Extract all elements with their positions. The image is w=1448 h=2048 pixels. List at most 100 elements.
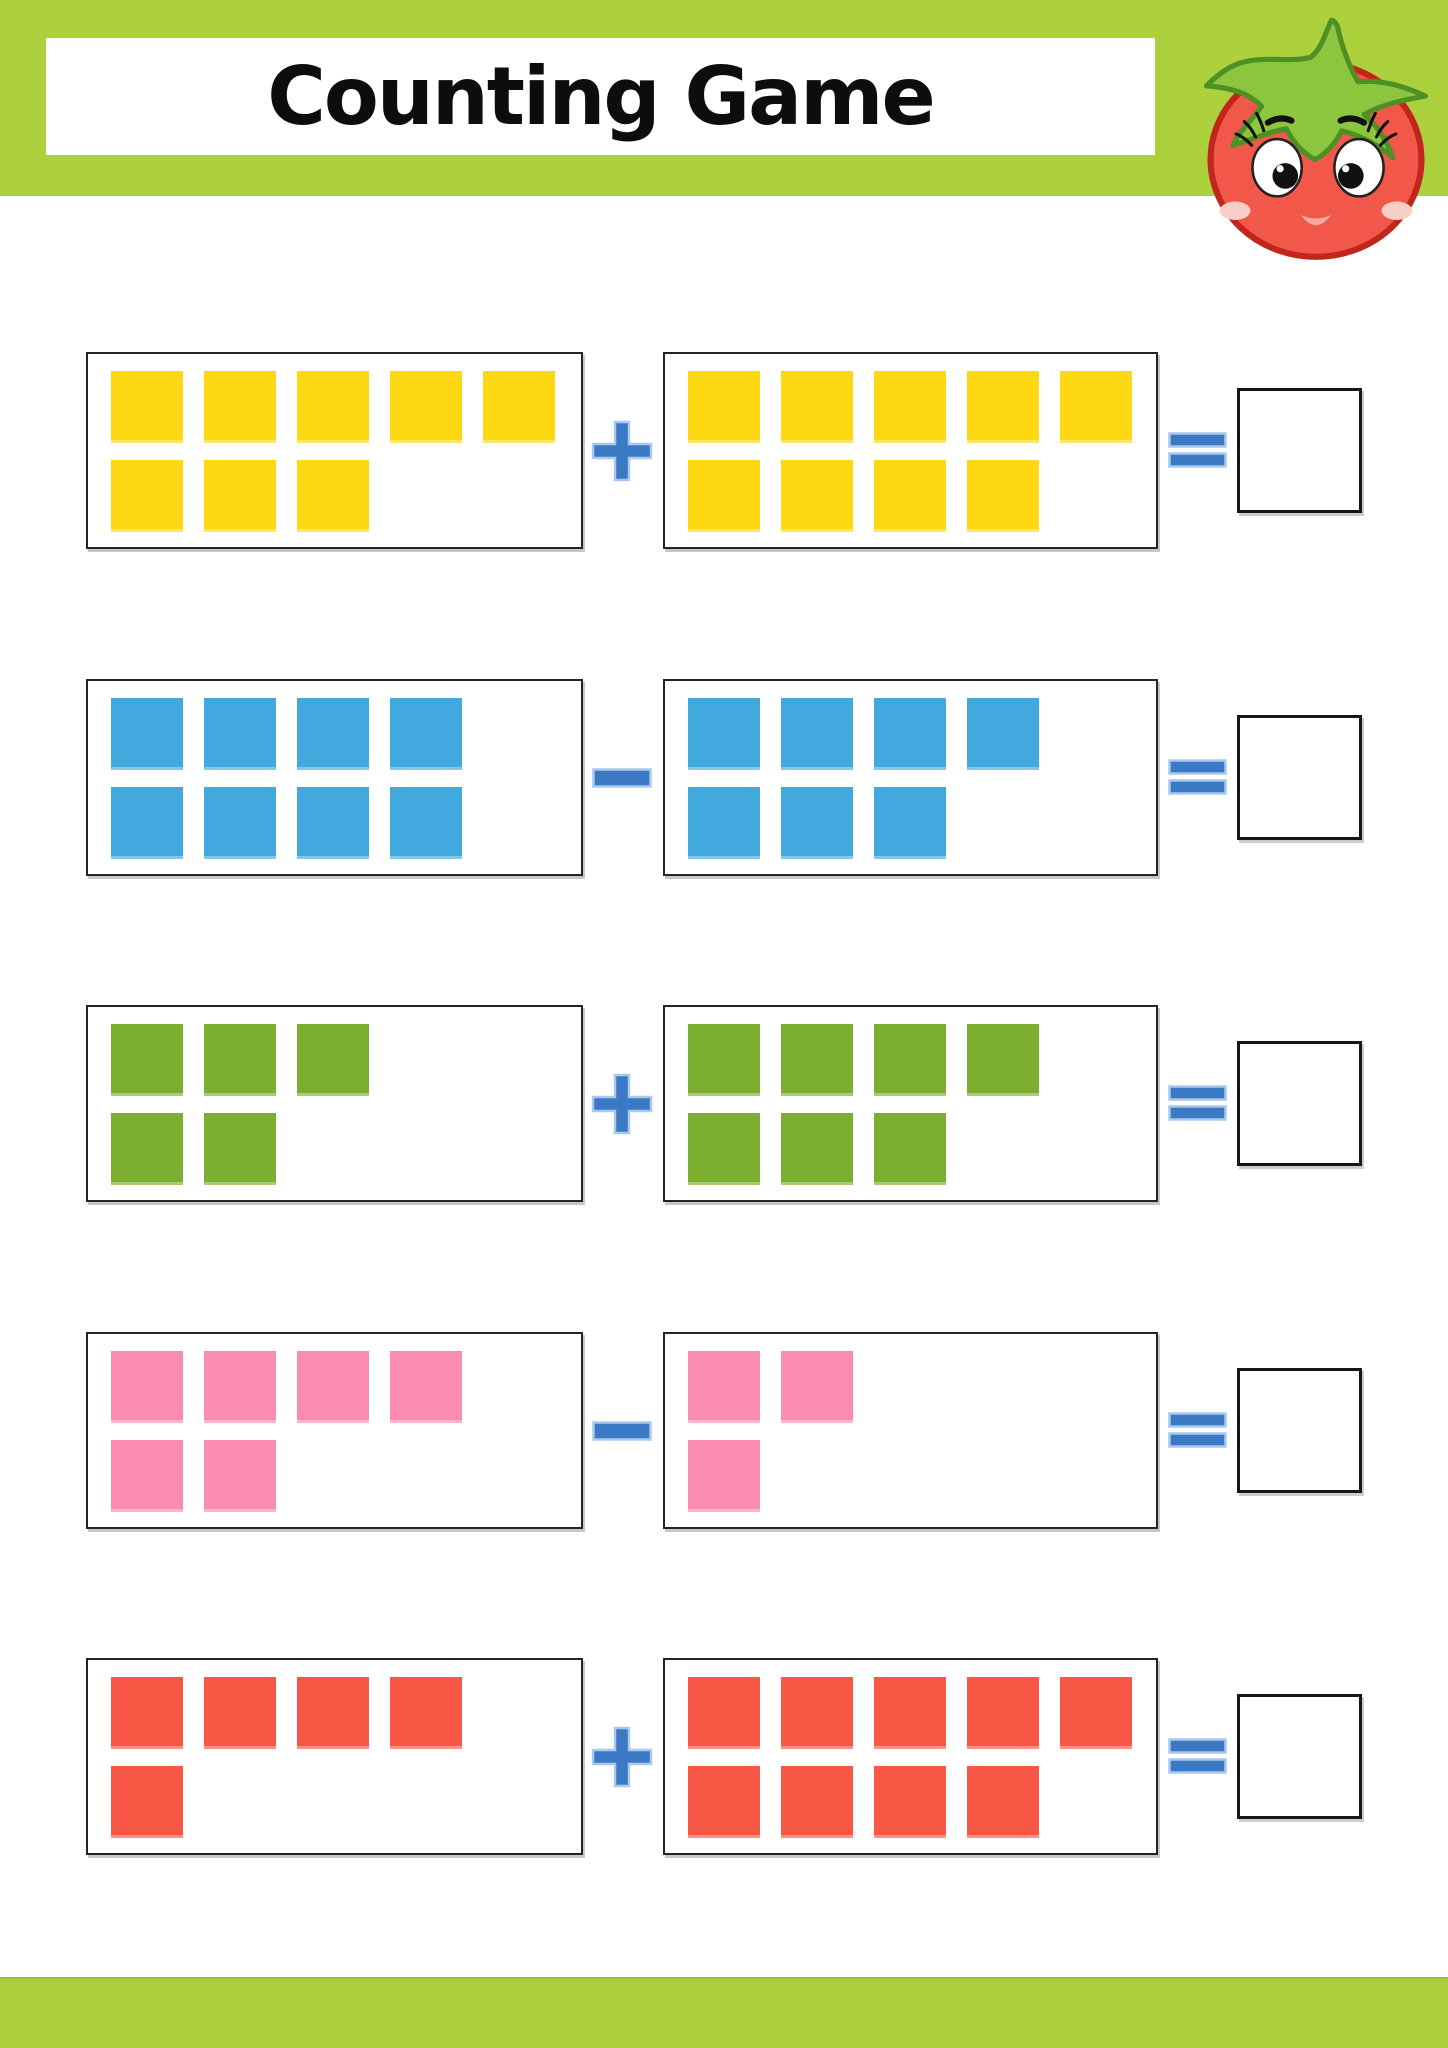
- counter-square: [781, 787, 853, 859]
- equals-icon: [1168, 1085, 1227, 1121]
- problem-row: [0, 1005, 1448, 1202]
- counter-square: [390, 1351, 462, 1423]
- counter-square: [874, 371, 946, 443]
- counter-square: [781, 1351, 853, 1423]
- counter-square: [297, 1351, 369, 1423]
- equals-icon: [1168, 1738, 1227, 1774]
- counter-square: [781, 460, 853, 532]
- counter-square: [390, 698, 462, 770]
- problem-row: [0, 679, 1448, 876]
- equals-icon: [1168, 759, 1227, 795]
- left-operand-box: [86, 679, 583, 876]
- page-title: Counting Game: [267, 50, 936, 143]
- counter-square: [781, 371, 853, 443]
- counter-square: [297, 787, 369, 859]
- counter-square: [688, 1677, 760, 1749]
- counter-square: [111, 787, 183, 859]
- left-operand-box: [86, 1005, 583, 1202]
- counter-square: [111, 1440, 183, 1512]
- counter-square: [688, 1766, 760, 1838]
- counter-square: [874, 1766, 946, 1838]
- minus-icon: [592, 767, 652, 788]
- answer-box[interactable]: [1237, 1694, 1362, 1819]
- operator: [590, 352, 654, 549]
- counter-square: [967, 1024, 1039, 1096]
- operator: [590, 1005, 654, 1202]
- tomato-face: [1219, 111, 1413, 226]
- counter-square: [688, 1113, 760, 1185]
- counter-square: [483, 371, 555, 443]
- counter-square: [688, 460, 760, 532]
- counter-square: [204, 1440, 276, 1512]
- counter-square: [204, 1351, 276, 1423]
- counter-square: [111, 460, 183, 532]
- counter-square: [688, 787, 760, 859]
- plus-icon: [591, 1726, 653, 1787]
- counter-square: [204, 460, 276, 532]
- counter-square: [111, 1351, 183, 1423]
- answer-box[interactable]: [1237, 715, 1362, 840]
- left-operand-box: [86, 352, 583, 549]
- answer-box[interactable]: [1237, 388, 1362, 513]
- counter-square: [297, 460, 369, 532]
- counter-square: [204, 1113, 276, 1185]
- equals-icon: [1168, 1412, 1227, 1448]
- counter-square: [204, 698, 276, 770]
- counter-square: [874, 1113, 946, 1185]
- counter-square: [688, 1351, 760, 1423]
- counter-square: [111, 371, 183, 443]
- answer-box[interactable]: [1237, 1041, 1362, 1166]
- operator: [590, 1658, 654, 1855]
- left-operand-box: [86, 1332, 583, 1529]
- counter-square: [967, 460, 1039, 532]
- left-operand-box: [86, 1658, 583, 1855]
- plus-icon: [591, 420, 653, 481]
- problem-row: [0, 1658, 1448, 1855]
- counter-square: [1060, 371, 1132, 443]
- right-operand-box: [663, 1658, 1158, 1855]
- counter-square: [781, 1677, 853, 1749]
- counter-square: [781, 698, 853, 770]
- problem-row: [0, 352, 1448, 549]
- counter-square: [111, 1024, 183, 1096]
- counter-square: [874, 698, 946, 770]
- counter-square: [874, 1677, 946, 1749]
- right-operand-box: [663, 679, 1158, 876]
- counter-square: [967, 1677, 1039, 1749]
- tomato-mascot-icon: [1203, 17, 1429, 260]
- counter-square: [390, 1677, 462, 1749]
- equals-icon: [1168, 432, 1227, 468]
- minus-icon: [592, 1420, 652, 1441]
- operator: [590, 679, 654, 876]
- counter-square: [688, 1440, 760, 1512]
- counter-square: [297, 371, 369, 443]
- counter-square: [781, 1113, 853, 1185]
- right-operand-box: [663, 352, 1158, 549]
- counter-square: [390, 787, 462, 859]
- counter-square: [111, 698, 183, 770]
- counter-square: [688, 698, 760, 770]
- counter-square: [204, 371, 276, 443]
- counter-square: [111, 1113, 183, 1185]
- counter-square: [204, 1024, 276, 1096]
- counter-square: [688, 371, 760, 443]
- counter-square: [874, 787, 946, 859]
- plus-icon: [591, 1073, 653, 1134]
- counter-square: [297, 1024, 369, 1096]
- counter-square: [967, 1766, 1039, 1838]
- counter-square: [1060, 1677, 1132, 1749]
- right-operand-box: [663, 1005, 1158, 1202]
- counter-square: [204, 787, 276, 859]
- counter-square: [781, 1024, 853, 1096]
- counter-square: [874, 1024, 946, 1096]
- counter-square: [967, 371, 1039, 443]
- right-operand-box: [663, 1332, 1158, 1529]
- counter-square: [688, 1024, 760, 1096]
- counter-square: [874, 460, 946, 532]
- counter-square: [204, 1677, 276, 1749]
- counter-square: [967, 698, 1039, 770]
- answer-box[interactable]: [1237, 1368, 1362, 1493]
- title-box: Counting Game: [46, 38, 1155, 155]
- counter-square: [111, 1677, 183, 1749]
